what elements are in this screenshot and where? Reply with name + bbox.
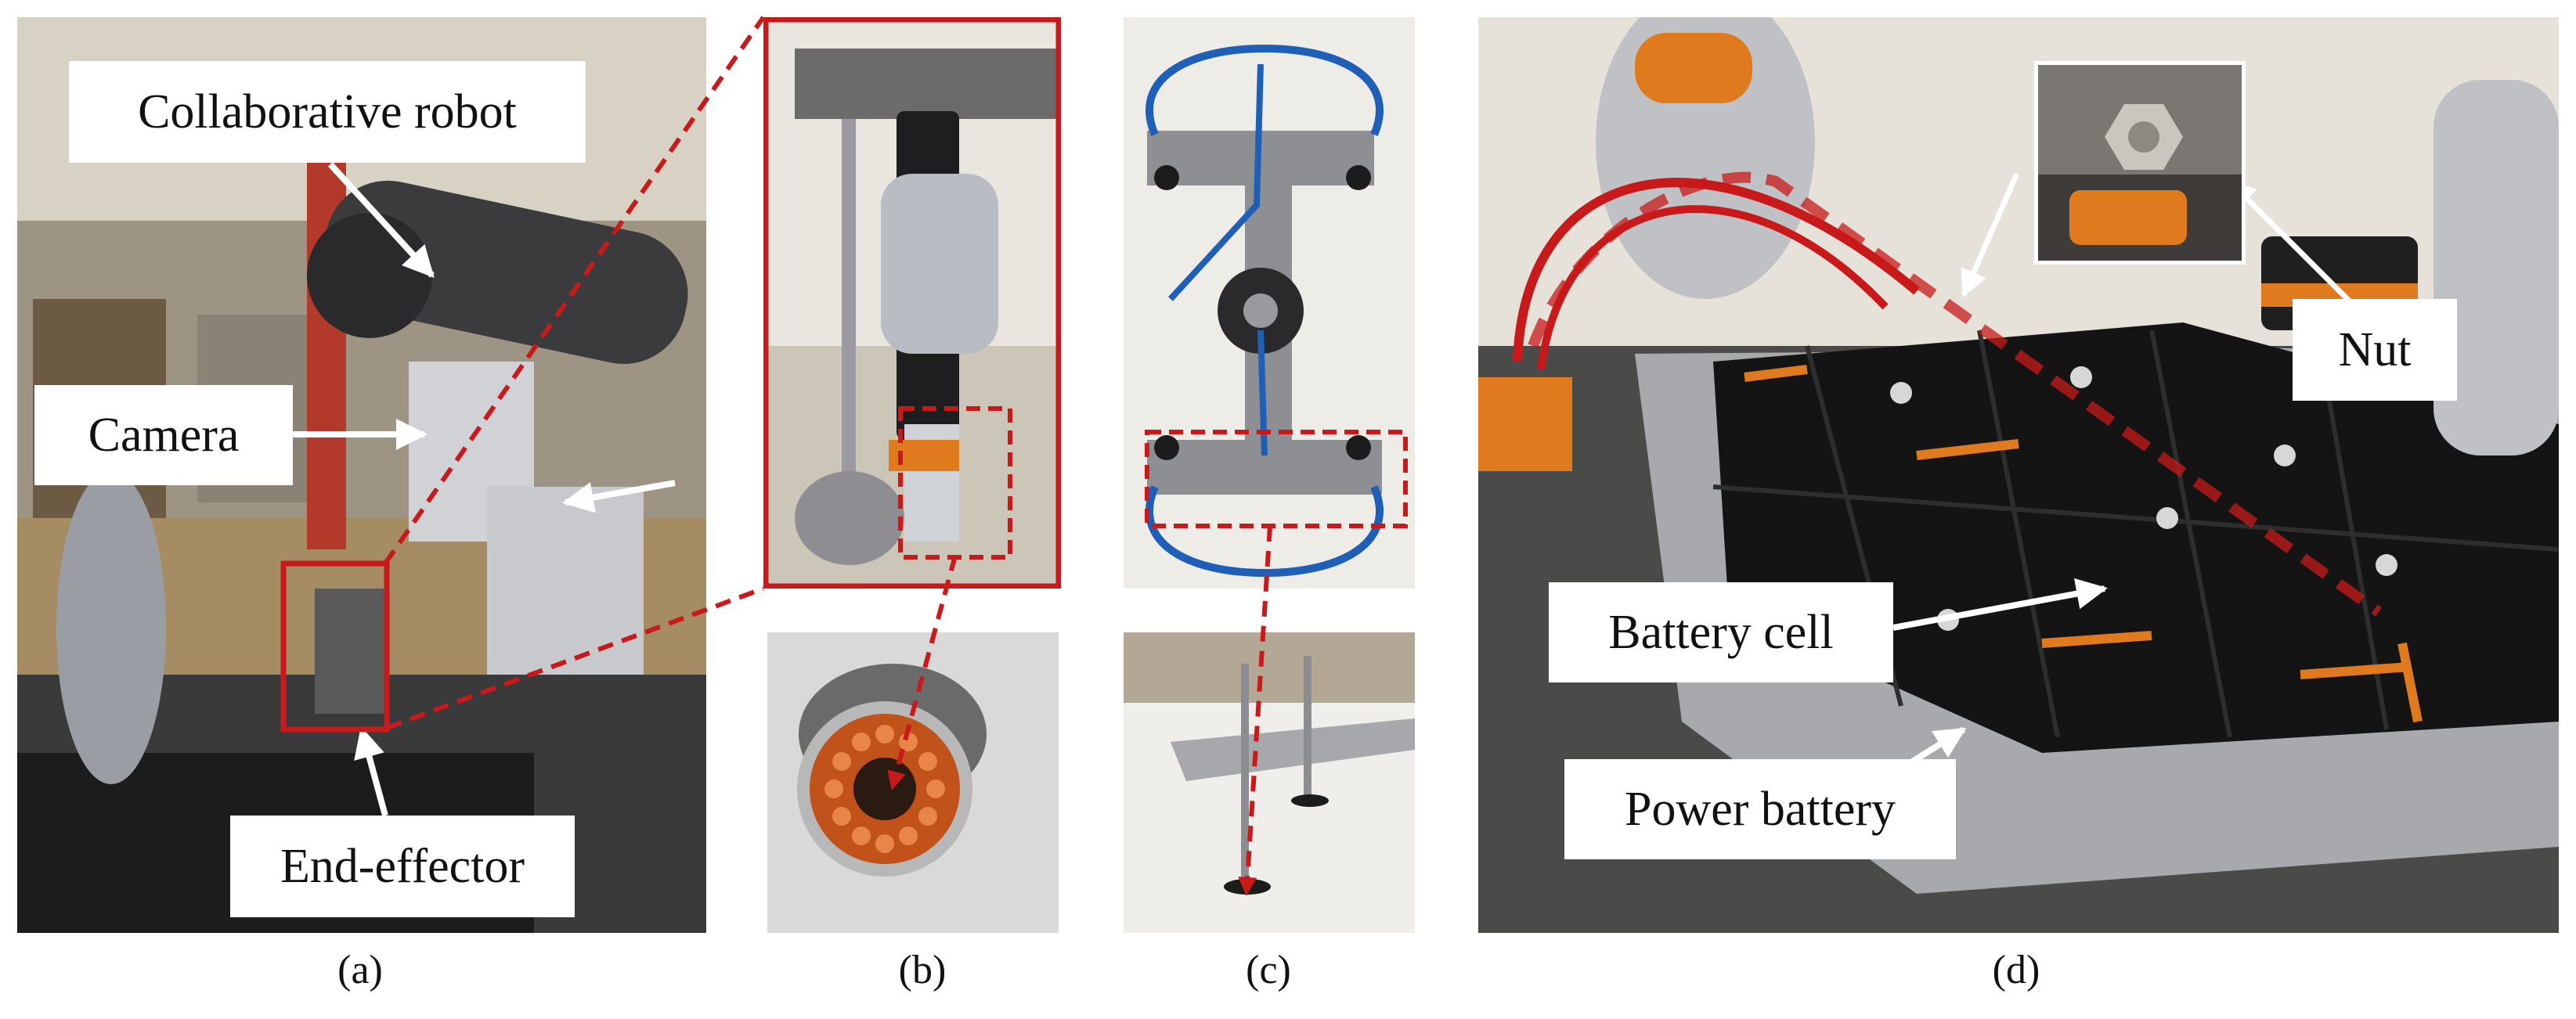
panel-b-photo-bottom (767, 632, 1059, 933)
callout-camera: Camera (34, 385, 293, 485)
panel-d-photo: Nut Battery cell Power battery (1478, 17, 2559, 933)
gripper-plate-illustration (1124, 17, 1415, 589)
panel-c-photo-bottom (1124, 632, 1415, 933)
end-effector-closeup-illustration (763, 17, 1061, 589)
suction-cup-side-view-illustration (1124, 632, 1415, 933)
callout-power-battery: Power battery (1564, 759, 1956, 859)
callout-nut: Nut (2293, 299, 2457, 401)
nut-closeup-illustration (2038, 65, 2242, 261)
callout-collaborative-robot: Collaborative robot (69, 61, 586, 163)
nut-inset (2034, 61, 2246, 265)
panel-a-photo: Collaborative robot Camera End-effector (17, 17, 706, 933)
caption-c: (c) (1246, 948, 1291, 992)
caption-d: (d) (1992, 948, 2040, 992)
caption-a: (a) (337, 948, 383, 992)
callout-end-effector: End-effector (230, 816, 575, 917)
panel-b-photo-top (763, 17, 1061, 589)
socket-bottom-view-illustration (767, 632, 1059, 933)
callout-battery-cell: Battery cell (1549, 582, 1893, 682)
panel-c-photo-top (1124, 17, 1415, 589)
caption-b: (b) (898, 948, 947, 992)
